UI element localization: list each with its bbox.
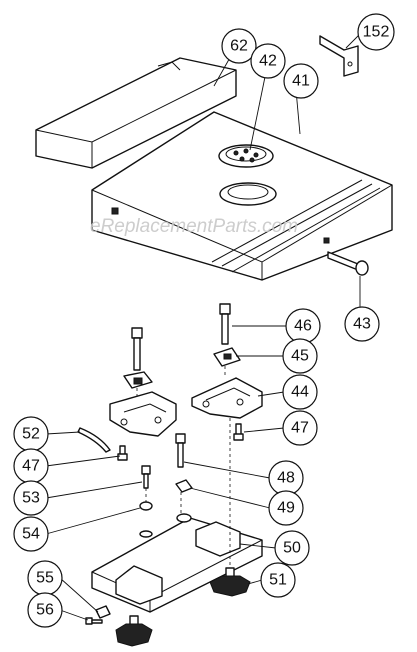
callout-47-right: 47 (282, 410, 318, 446)
svg-text:42: 42 (259, 53, 277, 70)
svg-text:152: 152 (363, 24, 390, 41)
callout-48: 48 (268, 460, 304, 496)
svg-text:45: 45 (291, 348, 309, 365)
callout-51: 51 (260, 562, 296, 598)
trunnion-44-part (191, 377, 263, 419)
callout-53: 53 (13, 480, 49, 516)
knob-lower-part (115, 615, 153, 647)
svg-text:48: 48 (277, 470, 295, 487)
svg-text:46: 46 (294, 318, 312, 335)
insert-disc-part (218, 144, 274, 168)
callout-46: 46 (285, 308, 321, 344)
callout-44: 44 (282, 374, 318, 410)
callout-43: 43 (344, 306, 380, 342)
alignment-lines (136, 366, 231, 568)
table-top-part (91, 111, 393, 281)
bracket-part (319, 35, 359, 77)
callout-50: 50 (274, 530, 310, 566)
watermark-text: eReplacementParts.com (90, 216, 298, 237)
svg-text:50: 50 (283, 540, 301, 557)
left-trunnion-part (109, 391, 177, 437)
screw-47-left-part (117, 445, 128, 461)
svg-text:54: 54 (22, 526, 40, 543)
left-nut-part (123, 371, 153, 389)
bolt-48-part (175, 433, 186, 468)
right-bolt-part (219, 303, 231, 345)
knob-51-part (209, 567, 251, 597)
callout-62: 62 (221, 28, 257, 64)
svg-text:53: 53 (22, 490, 40, 507)
washer-45-part (213, 347, 241, 367)
spring-clip-part (77, 427, 111, 453)
svg-text:44: 44 (291, 384, 309, 401)
leader-lines (45, 33, 361, 621)
screw-47-right-part (233, 423, 244, 441)
callout-41: 41 (283, 63, 319, 99)
clip-55-part (95, 605, 111, 619)
svg-text:49: 49 (277, 500, 295, 517)
svg-text:47: 47 (291, 420, 309, 437)
callout-56: 56 (27, 592, 63, 628)
left-bolt-part (131, 327, 143, 371)
svg-text:55: 55 (36, 570, 54, 587)
callout-152: 152 (357, 13, 395, 51)
screw-56-part (85, 617, 103, 625)
svg-text:62: 62 (230, 38, 248, 55)
svg-text:47: 47 (22, 458, 40, 475)
callout-47-left: 47 (13, 448, 49, 484)
callout-45: 45 (282, 338, 318, 374)
callout-49: 49 (268, 490, 304, 526)
svg-text:56: 56 (36, 602, 54, 619)
callout-55: 55 (27, 560, 63, 596)
screw-53-part (141, 465, 151, 489)
svg-text:43: 43 (353, 316, 371, 333)
washer-54-part (139, 501, 153, 511)
svg-text:41: 41 (292, 73, 310, 90)
base-50-part (91, 513, 263, 613)
svg-text:51: 51 (269, 572, 287, 589)
table-insert-part (35, 57, 237, 169)
callout-42: 42 (250, 43, 286, 79)
bolt-43-part (327, 251, 369, 276)
svg-text:52: 52 (22, 426, 40, 443)
callout-52: 52 (13, 416, 49, 452)
callout-54: 54 (13, 516, 49, 552)
nut-49-part (175, 479, 193, 493)
